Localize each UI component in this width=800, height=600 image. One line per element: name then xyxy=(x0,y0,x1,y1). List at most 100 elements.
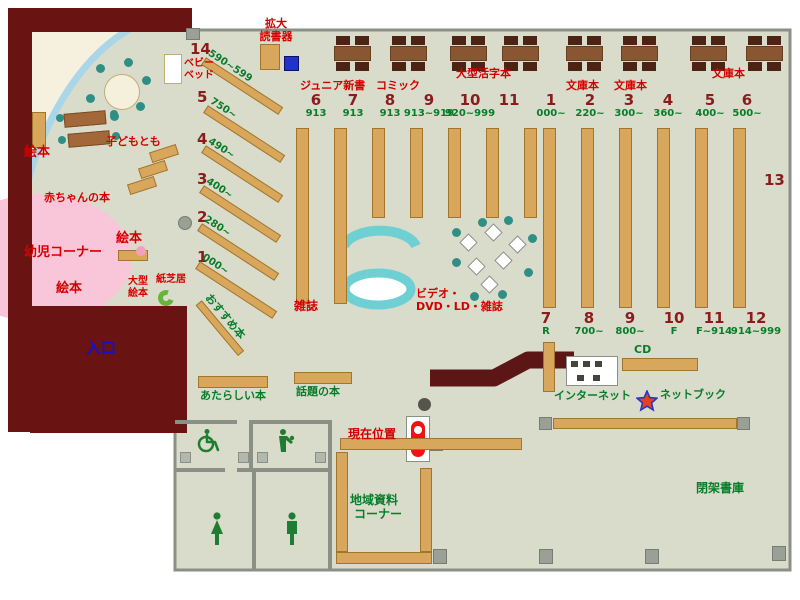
local-shelf xyxy=(420,468,432,552)
bunko-label: 文庫本 xyxy=(614,79,647,92)
chair xyxy=(528,234,537,243)
picture-book-shelf xyxy=(32,112,46,148)
toddler-corner-label: 幼児コーナー xyxy=(24,245,103,260)
round-table xyxy=(104,74,140,110)
large-print-label: 大型活字本 xyxy=(456,67,511,80)
chair xyxy=(110,110,118,118)
picture-book-shelf xyxy=(118,250,148,261)
wall xyxy=(175,468,225,472)
chair xyxy=(478,218,487,227)
pillar-round xyxy=(418,398,431,411)
bookshelf xyxy=(410,128,423,218)
you-are-here-label: 現在位置 xyxy=(348,427,397,441)
pillar xyxy=(737,417,750,430)
fixture xyxy=(238,452,249,463)
chair xyxy=(452,258,461,267)
fixture xyxy=(180,452,191,463)
wall xyxy=(328,420,332,570)
reader-desk xyxy=(260,44,280,70)
chair xyxy=(56,114,64,122)
new-books-shelf xyxy=(198,376,268,388)
picture-books-label: 絵本 xyxy=(116,231,143,246)
picture-books-label: 絵本 xyxy=(56,281,83,296)
low-shelf xyxy=(553,418,737,429)
entrance-label: 入口 xyxy=(86,339,117,357)
magnifier-reader-label: 拡大 読書器 xyxy=(259,17,293,43)
oval-bench xyxy=(340,268,416,310)
internet-label: インターネット xyxy=(554,389,631,402)
topical-books-shelf xyxy=(294,372,352,384)
wall-left xyxy=(8,8,32,432)
reading-table xyxy=(334,36,371,71)
bookshelf xyxy=(695,128,708,308)
curved-bench xyxy=(339,225,421,249)
pillar xyxy=(539,417,552,430)
chair xyxy=(112,132,120,140)
reading-table xyxy=(390,36,427,71)
kamishibai-label: 紙芝居 xyxy=(156,274,186,285)
shelf-13-label: 13 xyxy=(764,171,785,189)
baby-bed-label: ベビー ベッド xyxy=(184,58,214,81)
bookshelf xyxy=(334,128,347,304)
bookshelf xyxy=(581,128,594,308)
reading-table xyxy=(621,36,658,71)
bunko-label: 文庫本 xyxy=(712,67,745,80)
wall-entrance-block xyxy=(30,306,187,433)
chair xyxy=(142,76,151,85)
wall-top xyxy=(8,8,192,32)
bookshelf xyxy=(448,128,461,218)
netbook-star-icon xyxy=(635,388,659,416)
topical-books-label: 話題の本 xyxy=(296,385,340,398)
pillar xyxy=(186,28,200,40)
local-shelf xyxy=(336,552,432,564)
comic-label: コミック xyxy=(376,79,420,92)
shelf-number: 1 xyxy=(197,248,208,266)
reading-table xyxy=(690,36,727,71)
wall xyxy=(237,468,330,472)
junior-shinsho-label: ジュニア新書 xyxy=(300,79,366,92)
chair xyxy=(452,228,461,237)
reading-table xyxy=(450,36,487,71)
chair xyxy=(504,216,513,225)
picture-books-label: 絵本 xyxy=(24,145,51,160)
closed-stacks-label: 閉架書庫 xyxy=(696,481,745,495)
low-shelf xyxy=(340,438,522,450)
wall xyxy=(175,420,237,424)
chair xyxy=(86,94,95,103)
bookshelf xyxy=(619,128,632,308)
chair xyxy=(470,292,479,301)
kodomotomo-label: 子どもとも xyxy=(106,135,161,148)
reading-table xyxy=(746,36,783,71)
cd-label: CD xyxy=(634,343,652,356)
chair xyxy=(136,102,145,111)
local-materials-label: 地域資料 コーナー xyxy=(350,493,403,521)
bookshelf xyxy=(524,128,537,218)
chair xyxy=(96,64,105,73)
netbook-label: ネットブック xyxy=(660,388,726,401)
shelf-number: 14 xyxy=(190,40,211,58)
baby-books-label: 赤ちゃんの本 xyxy=(44,191,110,204)
local-shelf xyxy=(336,452,348,552)
wall xyxy=(249,420,253,472)
baby-bed xyxy=(164,54,182,84)
pillar xyxy=(433,549,447,564)
pillar xyxy=(772,546,786,561)
cd-shelf xyxy=(622,358,698,371)
bookshelf xyxy=(372,128,385,218)
fixture xyxy=(315,452,326,463)
bookshelf xyxy=(486,128,499,218)
fixture xyxy=(257,452,268,463)
